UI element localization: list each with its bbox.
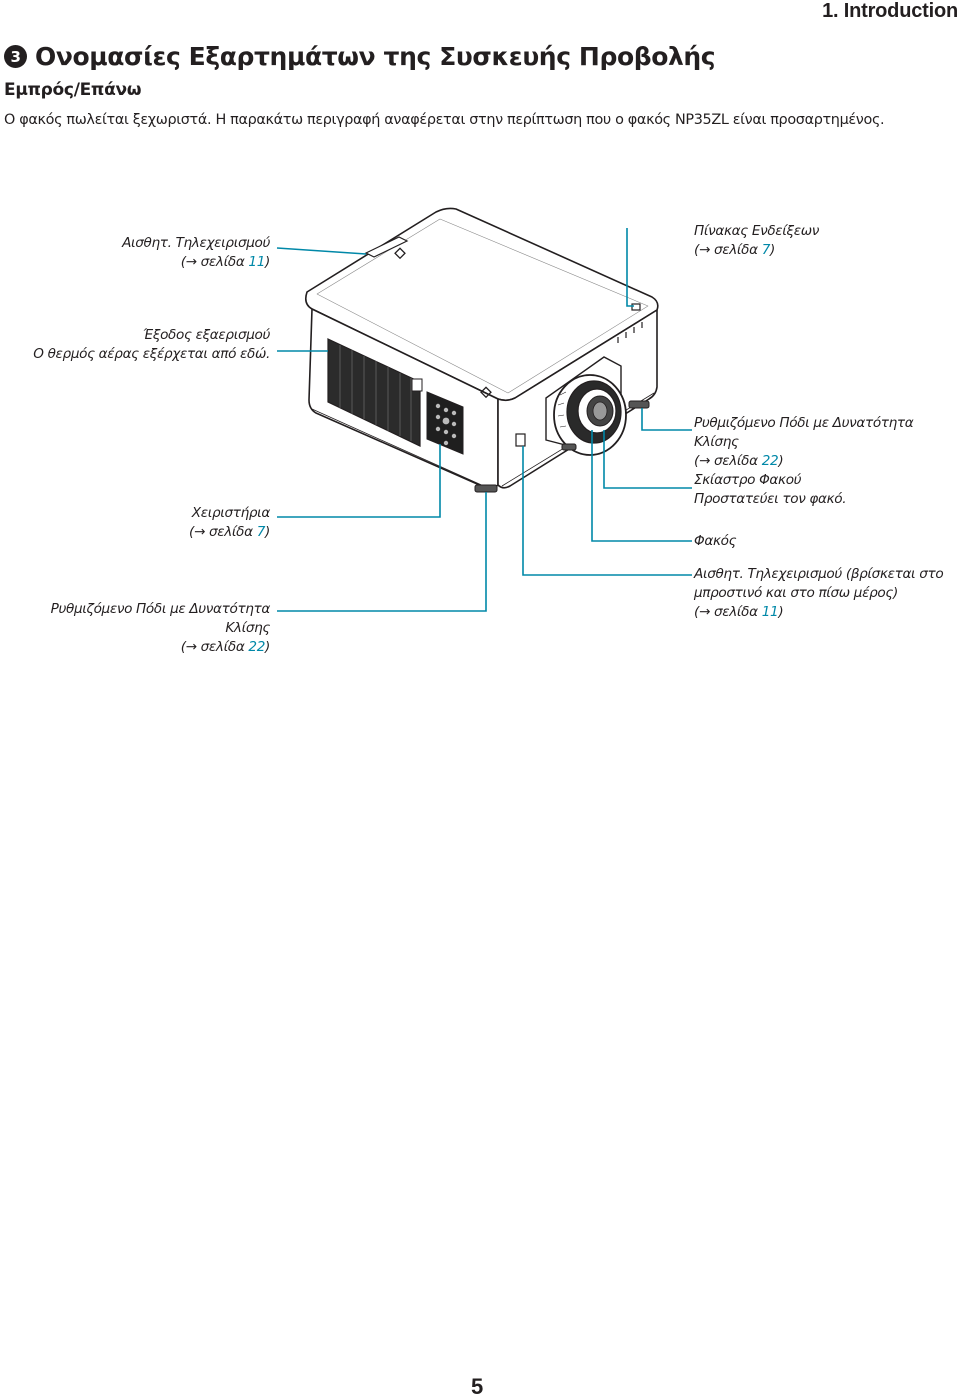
page-link[interactable]: 22 — [248, 639, 266, 655]
callout-remote-sensor-top: Αισθητ. Τηλεχειρισμού (→ σελίδα 11) — [60, 234, 270, 272]
page-link[interactable]: 22 — [761, 453, 779, 469]
projector-illustration — [276, 207, 692, 612]
callout-exhaust-vent: Έξοδος εξαερισμού Ο θερμός αέρας εξέρχετ… — [33, 327, 270, 362]
top-remote-sensor-window — [364, 236, 409, 258]
controls-panel — [426, 391, 464, 455]
page-link[interactable]: 11 — [761, 604, 779, 620]
callout-indicator-panel: Πίνακας Ενδείξεων (→ σελίδα 7) — [694, 222, 954, 260]
callout-remote-sensor-front: Αισθητ. Τηλεχειρισμού (βρίσκεται στο μπρ… — [694, 565, 958, 622]
page-reference: (→ σελίδα 11) — [180, 254, 271, 270]
callout-lens-cap: Σκίαστρο Φακού Προστατεύει τον φακό. — [694, 472, 847, 507]
page-link[interactable]: 7 — [256, 524, 266, 540]
page-link[interactable]: 7 — [761, 242, 771, 258]
page-reference: (→ σελίδα 11) — [694, 604, 784, 620]
callout-tilt-foot-left: Ρυθμιζόμενο Πόδι με Δυνατότητα Κλίσης (→… — [20, 600, 271, 657]
tilt-feet — [474, 400, 650, 493]
page-reference: (→ σελίδα 22) — [180, 639, 271, 655]
section-number-badge: 3 — [4, 45, 27, 68]
callout-controls: Χειριστήρια (→ σελίδα 7) — [60, 504, 270, 542]
page-link[interactable]: 11 — [248, 254, 266, 270]
page-number: 5 — [471, 1374, 484, 1399]
indicator-leds — [617, 322, 643, 343]
page-reference: (→ σελίδα 22) — [694, 453, 784, 469]
leader-lines — [276, 228, 692, 612]
intro-paragraph: Ο φακός πωλείται ξεχωριστά. Η παρακάτω π… — [4, 112, 885, 128]
chapter-heading: 1. Introduction — [822, 0, 958, 22]
callout-tilt-foot-right: Ρυθμιζόμενο Πόδι με Δυνατότητα Κλίσης (→… — [694, 414, 958, 471]
callout-lens: Φακός — [694, 533, 737, 549]
front-remote-sensor-window — [515, 433, 526, 447]
section-title-text: Ονομασίες Εξαρτημάτων της Συσκευής Προβο… — [35, 42, 716, 71]
subsection-heading: Εμπρός/Επάνω — [4, 80, 142, 100]
exhaust-vent-grille — [327, 338, 423, 447]
page-reference: (→ σελίδα 7) — [188, 524, 270, 540]
section-title: 3 Ονομασίες Εξαρτημάτων της Συσκευής Προ… — [4, 42, 716, 71]
page-reference: (→ σελίδα 7) — [694, 242, 776, 258]
lens-assembly — [545, 356, 627, 456]
